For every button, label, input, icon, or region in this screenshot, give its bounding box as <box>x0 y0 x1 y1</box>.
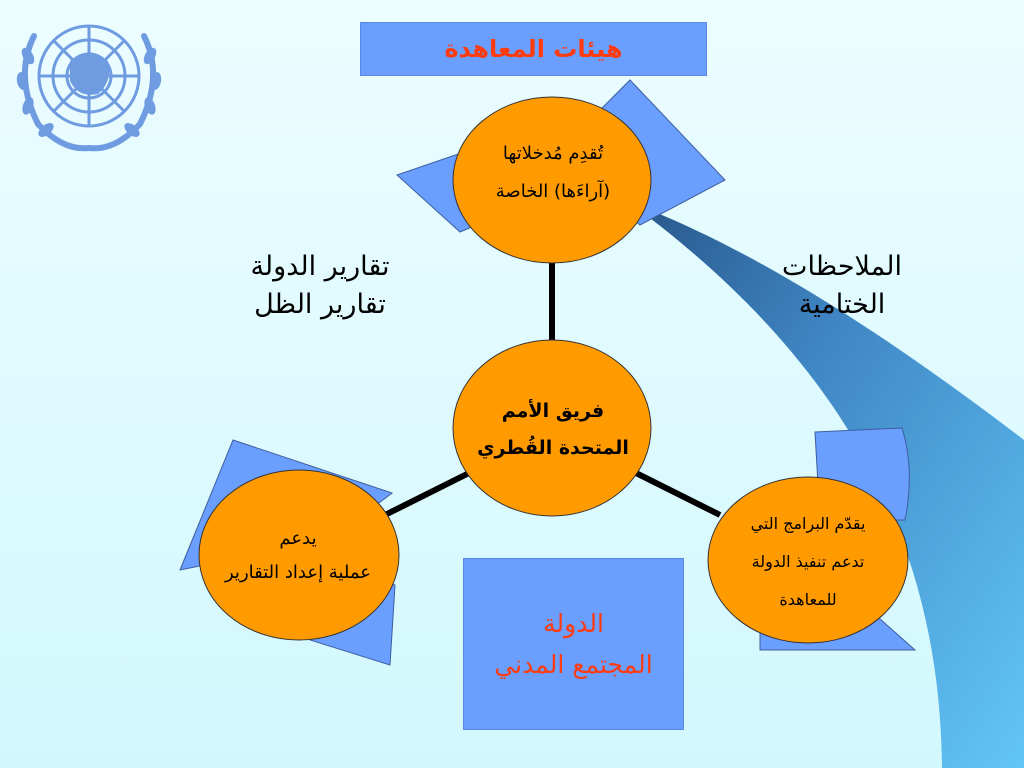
right-circle-text: يقدّم البرامج التي تدعم تنفيذ الدولة للم… <box>708 505 908 619</box>
connector-left <box>383 467 477 518</box>
state-reports-line-2: تقارير الظل <box>254 289 386 320</box>
civil-box-line-1: الدولة <box>543 608 604 638</box>
center-circle <box>452 339 652 517</box>
top-circle-text: تُقدِم مُدخلاتها (آراءَها) الخاصة <box>455 135 651 211</box>
decorative-swoosh <box>650 210 1024 768</box>
right-circle-line-1: يقدّم البرامج التي <box>750 514 866 533</box>
concluding-observations-line-2: الختامية <box>798 289 886 320</box>
top-circle <box>452 96 652 264</box>
treaty-bodies-title: هيئات المعاهدة <box>444 35 623 63</box>
center-circle-line-2: المتحدة القُطري <box>477 437 629 459</box>
connector-right <box>628 467 722 518</box>
concluding-observations-label: الملاحظات الختامية <box>742 248 942 324</box>
concluding-observations-line-1: الملاحظات <box>782 251 902 282</box>
left-circle-text: يدعم عملية إعداد التقارير <box>198 522 398 590</box>
top-circle-line-1: تُقدِم مُدخلاتها <box>502 143 604 164</box>
right-circle <box>707 476 909 644</box>
center-circle-text: فريق الأمم المتحدة القُطري <box>455 393 651 467</box>
right-circle-line-2: تدعم تنفيذ الدولة <box>751 552 865 571</box>
treaty-bodies-box: هيئات المعاهدة <box>360 22 707 76</box>
top-circle-line-2: (آراءَها) الخاصة <box>495 181 611 202</box>
civil-box-line-2: المجتمع المدني <box>494 650 653 679</box>
un-emblem-icon <box>16 24 162 152</box>
state-civil-society-box: الدولة المجتمع المدني <box>463 558 684 730</box>
left-circle-line-2: عملية إعداد التقارير <box>225 562 371 583</box>
left-circle <box>198 469 400 641</box>
right-circle-line-3: للمعاهدة <box>779 590 837 609</box>
state-reports-line-1: تقارير الدولة <box>250 251 390 282</box>
left-circle-line-1: يدعم <box>279 528 317 549</box>
state-reports-label: تقارير الدولة تقارير الظل <box>225 248 415 324</box>
center-circle-line-1: فريق الأمم <box>501 400 605 422</box>
